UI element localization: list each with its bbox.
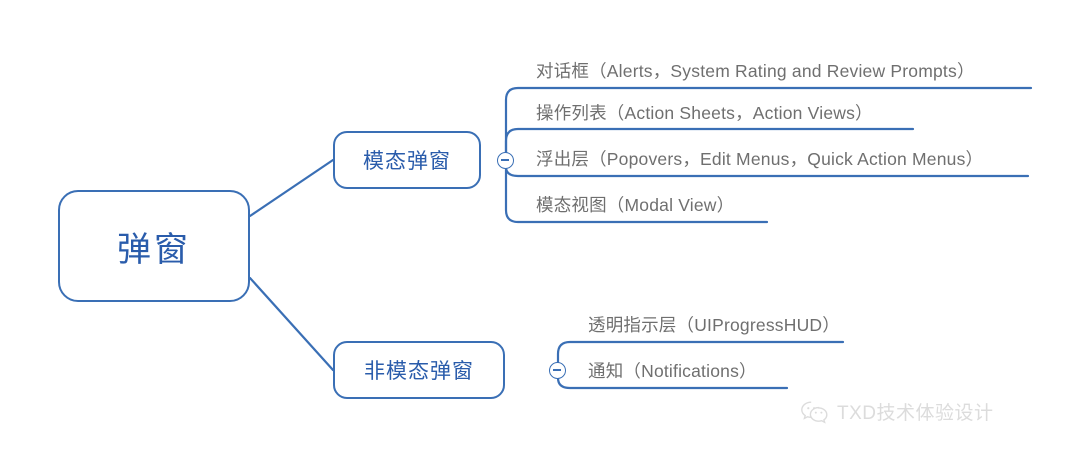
watermark-text: TXD技术体验设计: [837, 403, 994, 424]
branch-node-nonmodal[interactable]: 非模态弹窗: [333, 341, 505, 399]
connector-root-to-modal: [248, 158, 335, 218]
branch-node-modal[interactable]: 模态弹窗: [333, 131, 481, 189]
leaf-modal-1[interactable]: 对话框（Alerts，System Rating and Review Prom…: [536, 61, 975, 81]
wechat-icon: [800, 400, 830, 424]
root-node-label: 弹窗: [117, 230, 191, 269]
leaf-nonmodal-1[interactable]: 透明指示层（UIProgressHUD）: [588, 315, 840, 335]
branch-node-modal-label: 模态弹窗: [363, 150, 451, 173]
connector-modal-child-1: [504, 86, 1033, 154]
leaf-nonmodal-2[interactable]: 通知（Notifications）: [588, 361, 757, 381]
leaf-modal-3[interactable]: 浮出层（Popovers，Edit Menus，Quick Action Men…: [536, 149, 984, 169]
connector-modal-child-4: [504, 166, 769, 224]
root-node[interactable]: 弹窗: [58, 190, 250, 302]
watermark: TXD技术体验设计: [800, 398, 994, 425]
minus-circle-icon-nonmodal[interactable]: [549, 362, 566, 379]
leaf-modal-4[interactable]: 模态视图（Modal View）: [536, 195, 735, 215]
connector-root-to-nonmodal: [248, 276, 335, 372]
connector-nonmodal-child-1: [556, 340, 845, 364]
leaf-modal-2[interactable]: 操作列表（Action Sheets，Action Views）: [536, 103, 873, 123]
minus-circle-icon-modal[interactable]: [497, 152, 514, 169]
branch-node-nonmodal-label: 非模态弹窗: [364, 360, 474, 383]
connector-modal-child-2: [504, 127, 915, 154]
